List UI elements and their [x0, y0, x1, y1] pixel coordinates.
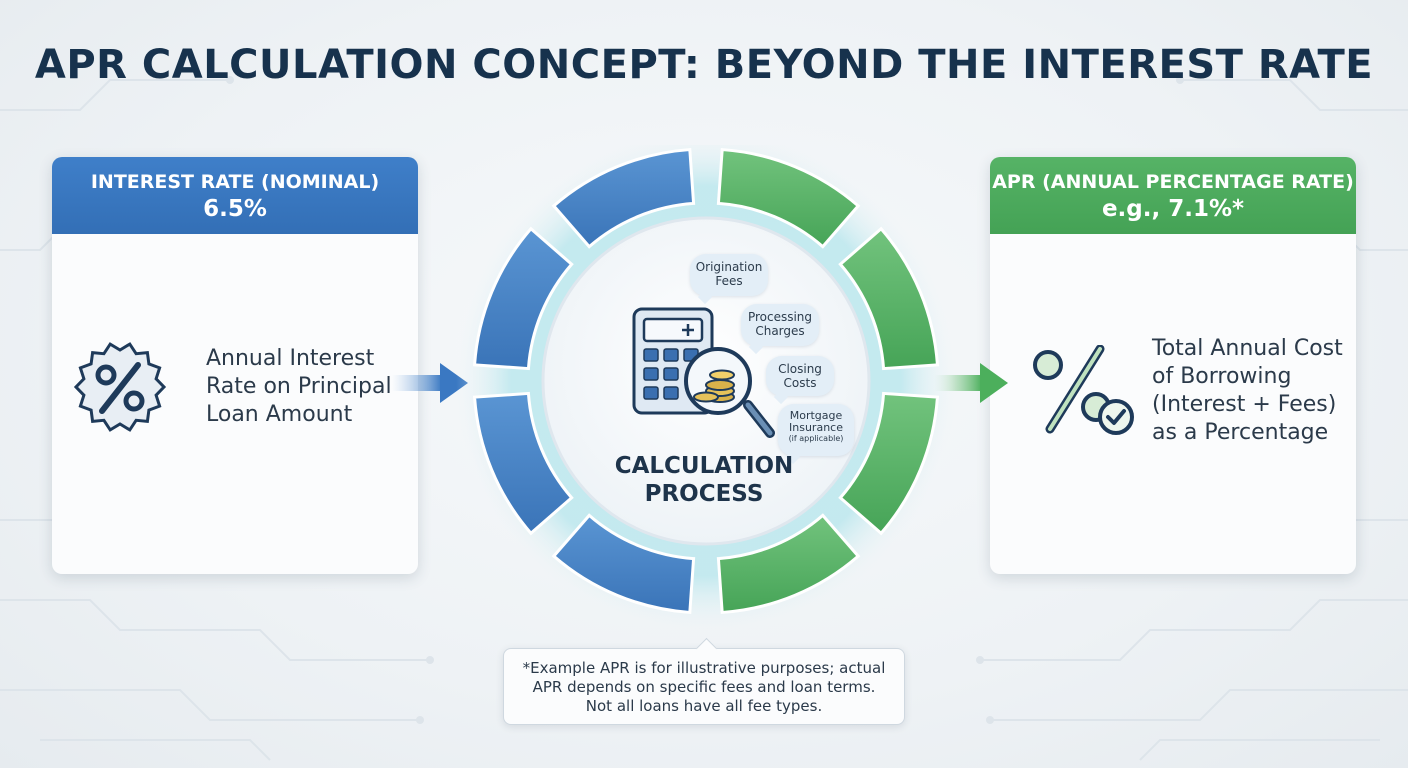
wheel-segment-blue-7	[551, 147, 696, 249]
apr-description: Total Annual Cost of Borrowing (Interest…	[1152, 336, 1343, 445]
calculator-magnifier-coins-icon	[632, 307, 775, 438]
wheel-segment-green-2	[838, 391, 940, 536]
fee-bubble-closing: Closing Costs	[766, 356, 834, 396]
apr-header-title: APR (ANNUAL PERCENTAGE RATE)	[992, 171, 1354, 193]
apr-value: e.g., 7.1%*	[1101, 196, 1245, 222]
interest-rate-description: Annual Interest Rate on Principal Loan A…	[206, 346, 392, 427]
fee-label-closing: Closing Costs	[778, 362, 822, 390]
wheel-segment-green-0	[716, 147, 861, 249]
wheel-segment-blue-5	[472, 391, 574, 536]
percent-badge-icon	[74, 342, 166, 432]
interest-rate-card: INTEREST RATE (NOMINAL) 6.5% Annual Inte…	[52, 157, 418, 574]
fee-label-origination: Origination Fees	[695, 260, 763, 288]
fee-label-mortgage-insurance: Mortgage Insurance	[789, 409, 843, 434]
fee-label-processing: Processing Charges	[747, 310, 813, 338]
interest-rate-value: 6.5%	[203, 196, 267, 222]
footnote: *Example APR is for illustrative purpose…	[503, 648, 905, 725]
page-title: APR CALCULATION CONCEPT: BEYOND THE INTE…	[34, 42, 1374, 88]
interest-rate-header: INTEREST RATE (NOMINAL) 6.5%	[52, 157, 418, 234]
apr-card: APR (ANNUAL PERCENTAGE RATE) e.g., 7.1%*…	[990, 157, 1356, 574]
wheel-segment-blue-4	[551, 513, 696, 615]
wheel-segment-blue-6	[472, 226, 574, 371]
fee-note-mortgage-insurance: (if applicable)	[788, 434, 844, 443]
wheel-segment-green-1	[838, 226, 940, 371]
wheel-segments	[472, 147, 940, 615]
fee-bubble-processing: Processing Charges	[741, 304, 819, 346]
apr-header: APR (ANNUAL PERCENTAGE RATE) e.g., 7.1%*	[990, 157, 1356, 234]
fee-bubble-origination: Origination Fees	[690, 254, 768, 296]
arrow-right-blue-icon	[392, 363, 468, 403]
fee-bubble-mortgage-insurance: Mortgage Insurance (if applicable)	[778, 404, 854, 456]
percent-check-icon	[1033, 345, 1134, 435]
interest-rate-header-title: INTEREST RATE (NOMINAL)	[90, 171, 380, 193]
wheel-segment-green-3	[716, 513, 861, 615]
calculation-process-label: CALCULATION PROCESS	[614, 453, 794, 507]
